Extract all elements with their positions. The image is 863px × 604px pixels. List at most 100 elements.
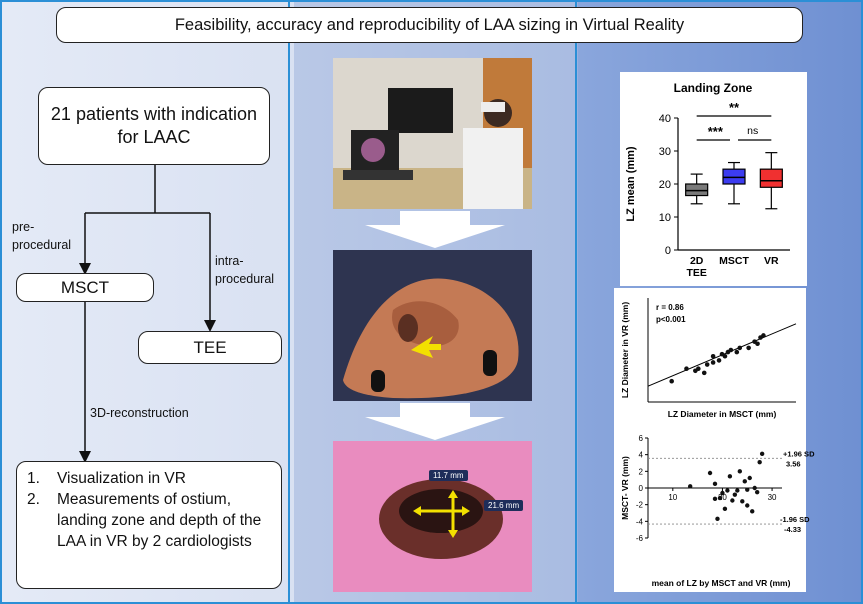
y-tick-label: 4 [639, 451, 644, 460]
scatter-point [757, 459, 762, 465]
scatter-point [750, 509, 755, 514]
scatter-point [710, 360, 716, 365]
scatter-point [746, 345, 751, 351]
scatter-point [737, 345, 743, 351]
poster-title: Feasibility, accuracy and reproducibilit… [56, 7, 803, 43]
scatter-point [761, 333, 766, 338]
tee-box: TEE [138, 331, 282, 364]
scatter-point [754, 489, 760, 495]
sig-label-right: ns [747, 125, 758, 137]
marker-arrow-icon [411, 336, 441, 358]
scatter-point [745, 487, 750, 492]
reconstruction-label: 3D-reconstruction [90, 406, 189, 420]
steps-box: 1.Visualization in VR 2.Measurements of … [16, 461, 282, 589]
scatter-point [759, 451, 765, 457]
scatter-point [720, 490, 725, 496]
chart-title: Landing Zone [674, 81, 753, 95]
pre-procedural-label: pre-procedural [12, 220, 72, 253]
y-axis-label: MSCT- VR (mm) [620, 456, 630, 520]
sig-label-left: *** [708, 124, 724, 139]
x-category-label-line2: TEE [686, 267, 706, 279]
scatter-point [727, 474, 733, 479]
scatter-point [717, 495, 723, 501]
flow-connectors [79, 165, 216, 463]
scatter-point [755, 341, 760, 347]
scatter-point [737, 469, 743, 474]
scatter-point [734, 349, 740, 355]
vr-workstation-photo [333, 58, 532, 209]
scatter-point [696, 366, 701, 372]
y-tick-label: 20 [659, 179, 671, 191]
y-tick-label: 0 [639, 484, 644, 493]
measure-label-1: 11.7 mm [429, 470, 468, 481]
scatter-point [745, 503, 750, 508]
y-tick-label: -4 [636, 517, 644, 526]
scatter-point [684, 366, 689, 372]
scatter-point [747, 475, 752, 481]
stat-p: p<0.001 [656, 315, 686, 324]
scatter-point [704, 362, 710, 367]
scatter-point [712, 496, 718, 502]
upper-limit-value: 3.56 [786, 459, 801, 468]
msct-box: MSCT [16, 273, 154, 302]
y-tick-label: 2 [639, 467, 644, 476]
scatter-point [730, 498, 735, 503]
x-tick-label: 10 [668, 493, 677, 502]
scatter-point [732, 492, 738, 497]
scatter-point [712, 481, 718, 487]
scatter-point [740, 499, 745, 504]
box-body [722, 168, 746, 185]
stat-r: r = 0.86 [656, 303, 684, 312]
vr-workstation-illustration [333, 58, 532, 209]
y-tick-label: 10 [659, 212, 671, 224]
y-tick-label: 6 [639, 434, 644, 443]
steps-list: 1.Visualization in VR 2.Measurements of … [27, 469, 273, 553]
x-tick-label: 20 [718, 493, 727, 502]
y-axis-label: LZ mean (mm) [625, 146, 637, 222]
scatter-point [722, 353, 728, 359]
vr-heart-model-image [333, 250, 532, 401]
box-body [685, 183, 709, 197]
scatter-point [715, 516, 720, 522]
y-tick-label: 0 [665, 245, 671, 257]
scatter-point [716, 358, 722, 363]
laa-measurement-image: 11.7 mm 21.6 mm [333, 441, 532, 592]
heart-model-illustration [333, 250, 532, 401]
upper-limit-label: +1.96 SD [783, 449, 815, 458]
scatter-point [752, 485, 757, 491]
box-body [759, 168, 783, 188]
y-axis-label: LZ Diameter in VR (mm) [620, 302, 630, 399]
scatter-point [710, 353, 716, 359]
y-tick-label: 30 [659, 146, 671, 158]
down-arrow-2 [365, 403, 505, 440]
lower-limit-label: -1.96 SD [780, 515, 810, 524]
correlation-panel: r = 0.86 p<0.001 LZ Diameter in MSCT (mm) L… [614, 288, 806, 428]
y-tick-label: -2 [636, 501, 644, 510]
scatter-point [687, 484, 693, 489]
step-item: 2.Measurements of ostium, landing zone a… [27, 490, 262, 550]
intra-procedural-label: intra-procedural [215, 254, 275, 287]
scatter-point [725, 488, 730, 493]
down-arrow-1 [365, 211, 505, 248]
patients-box: 21 patients with indication for LAAC [38, 87, 270, 165]
y-tick-label: -6 [636, 534, 644, 543]
scatter-point [728, 347, 734, 353]
column-divider-left [288, 2, 290, 602]
measure-label-2: 21.6 mm [484, 500, 524, 511]
lower-limit-value: -4.33 [784, 525, 801, 534]
column-divider-right [575, 2, 577, 602]
scatter-point [669, 378, 674, 384]
scatter-point [722, 506, 728, 512]
scatter-point [707, 470, 713, 476]
step-item: 1.Visualization in VR [27, 470, 186, 487]
scatter-point [735, 488, 740, 493]
x-category-label: 2D [690, 255, 704, 267]
x-axis-label: mean of LZ by MSCT and VR (mm) [652, 578, 791, 588]
scatter-point [701, 370, 707, 376]
x-category-label: VR [764, 255, 779, 267]
x-axis-label: LZ Diameter in MSCT (mm) [668, 409, 777, 419]
